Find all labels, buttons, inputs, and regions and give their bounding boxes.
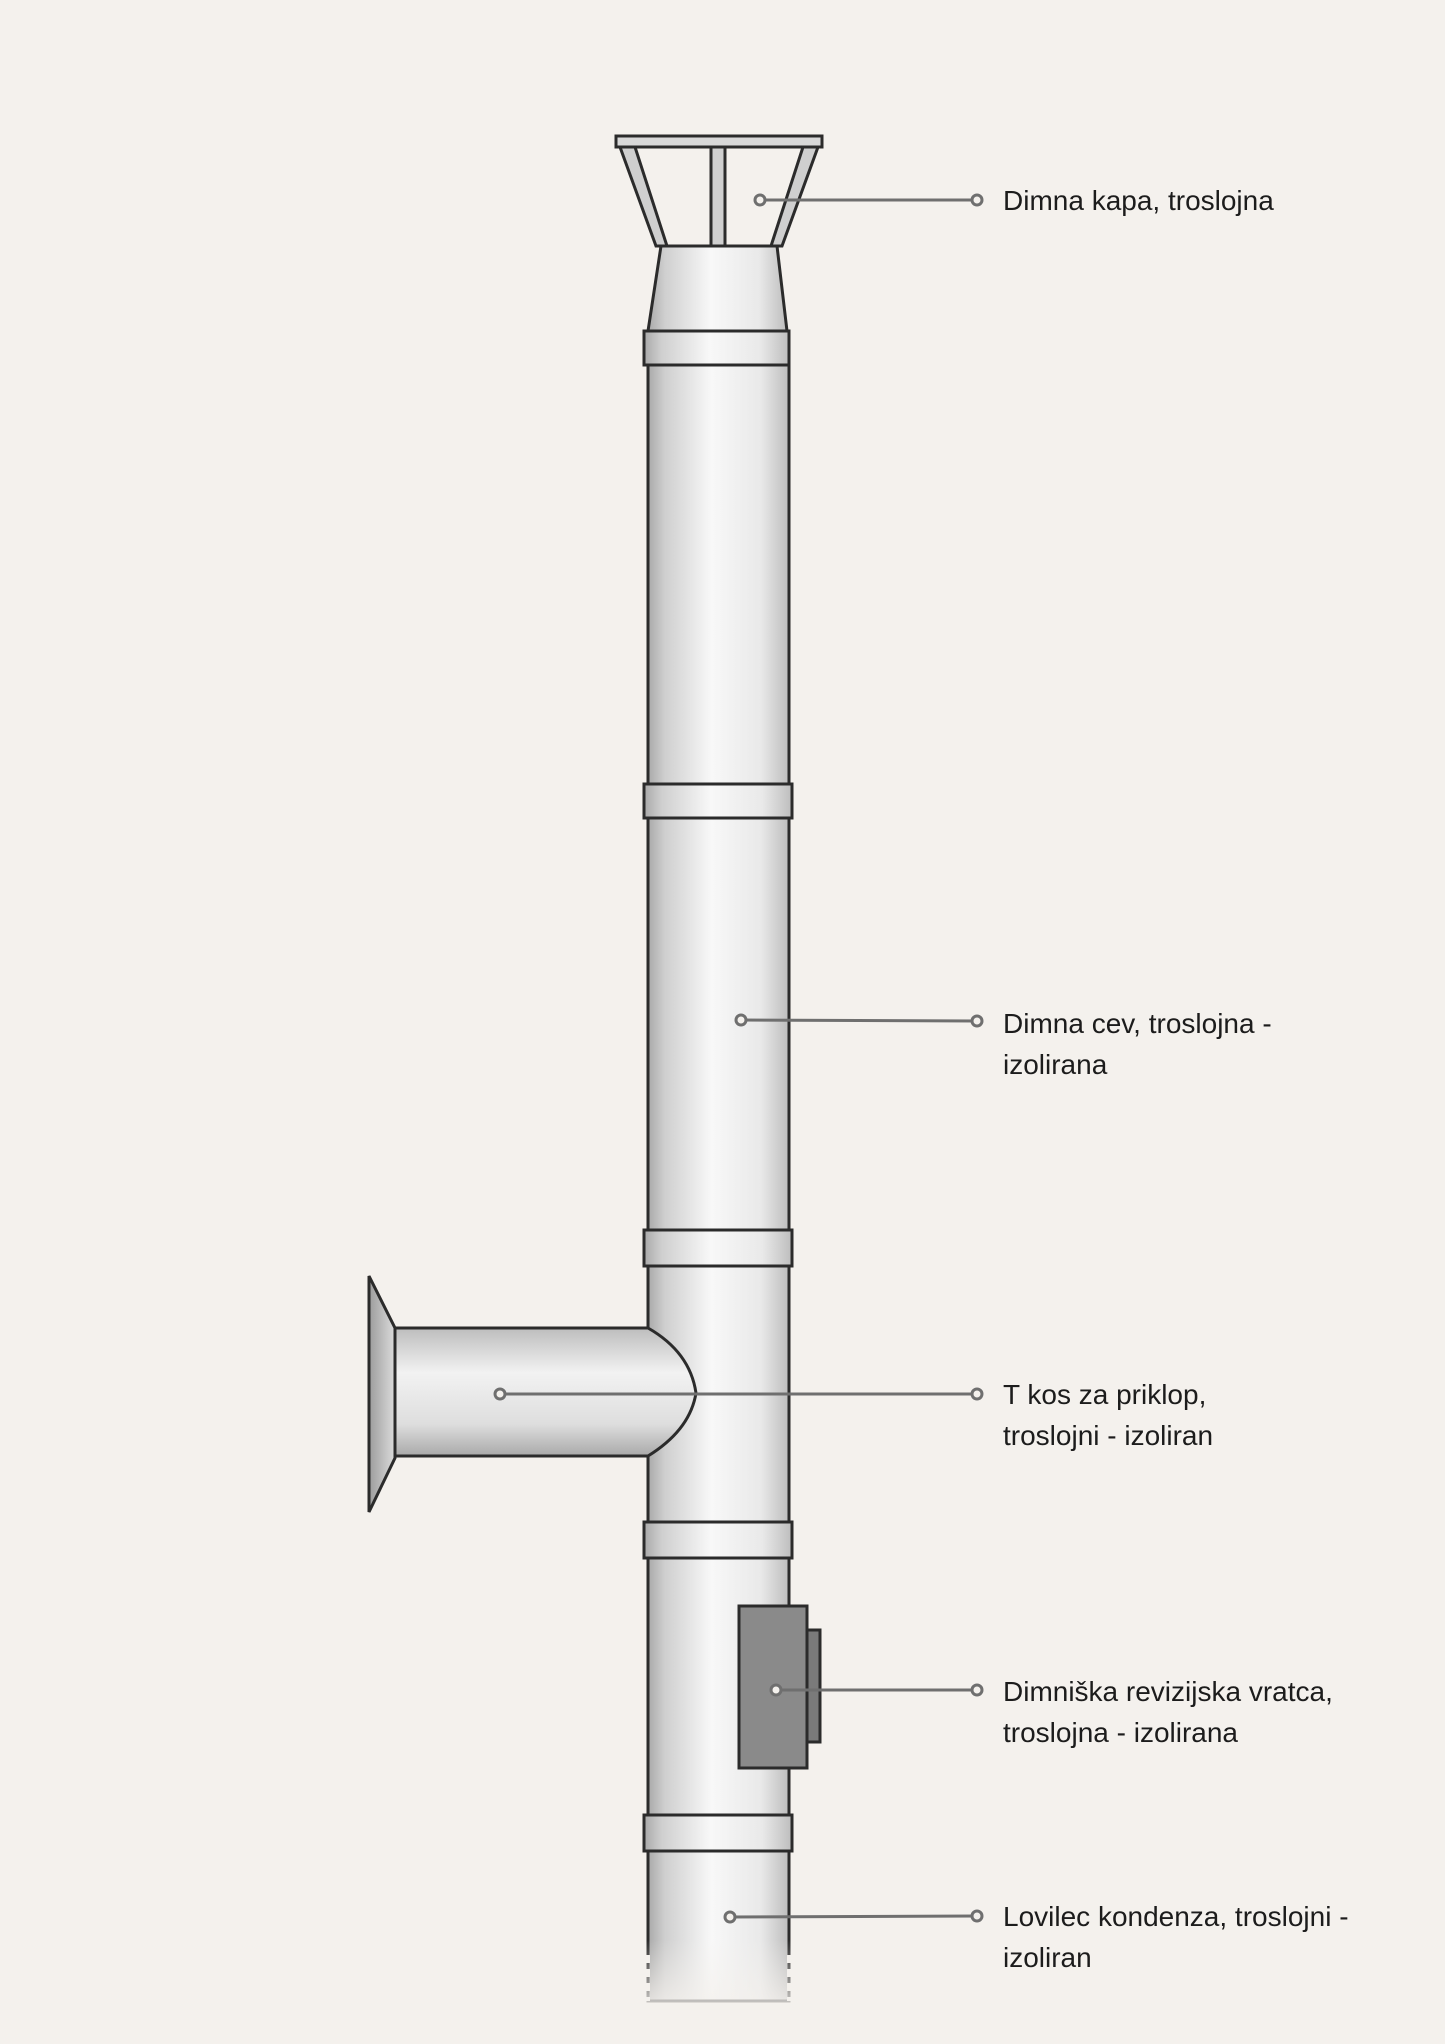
leader-line-condensate bbox=[723, 1909, 984, 1924]
chimney-cap bbox=[614, 134, 824, 333]
label-chimney-cap: Dimna kapa, troslojna bbox=[1003, 185, 1274, 216]
joint-ring bbox=[642, 1813, 794, 1853]
label-condensate-trap: Lovilec kondenza, troslojni - izoliran bbox=[1003, 1901, 1349, 1973]
label-chimney-pipe: Dimna cev, troslojna - izolirana bbox=[1003, 1008, 1272, 1080]
joint-ring bbox=[642, 782, 794, 820]
joint-ring bbox=[642, 329, 791, 367]
chimney-pipe bbox=[646, 329, 792, 2010]
label-inspection-door: Dimniška revizijska vratca, troslojna - … bbox=[1003, 1676, 1333, 1748]
leader-line-pipe bbox=[734, 1013, 984, 1028]
label-t-piece: T kos za priklop, troslojni - izoliran bbox=[1003, 1379, 1214, 1451]
joint-rings bbox=[642, 329, 794, 1853]
leader-line-door bbox=[769, 1683, 984, 1697]
joint-ring bbox=[642, 1228, 794, 1268]
joint-ring bbox=[642, 1520, 794, 1560]
leader-lines bbox=[493, 193, 984, 1924]
leader-line-cap bbox=[753, 193, 984, 207]
leader-line-tee bbox=[493, 1387, 984, 1401]
